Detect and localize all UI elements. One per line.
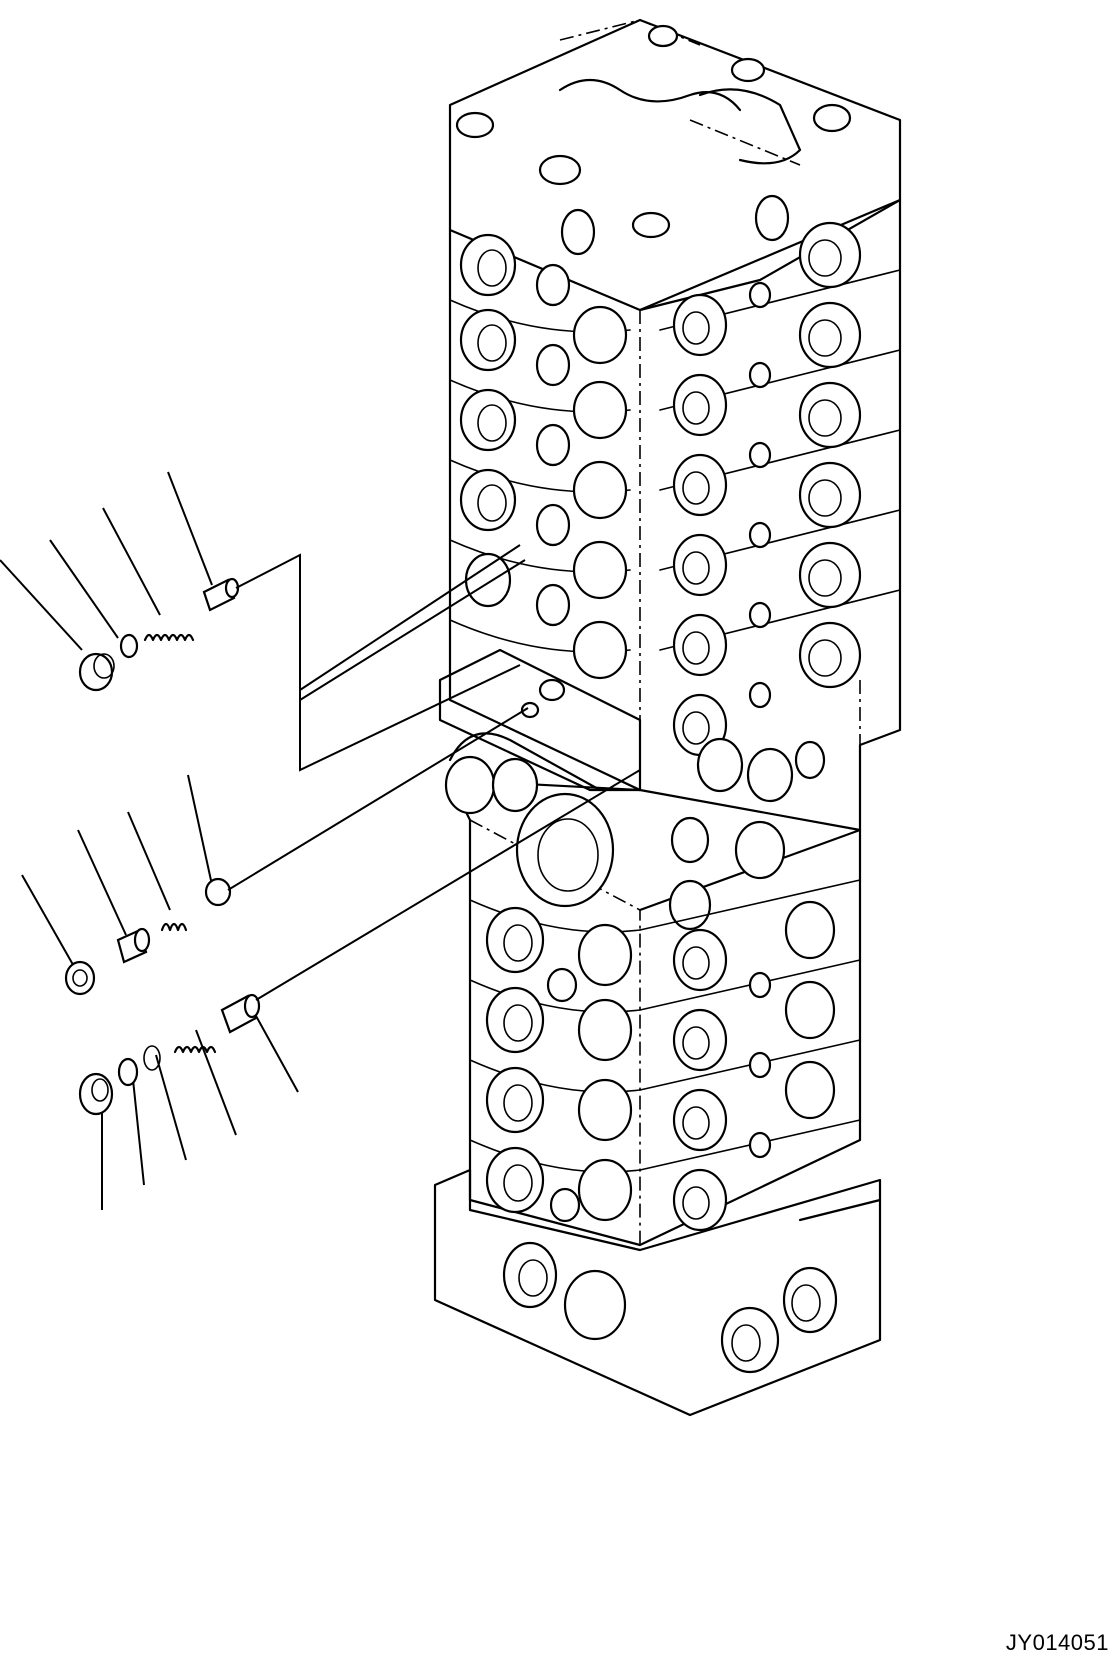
relief-valve-assembly-lower xyxy=(78,993,299,1210)
relief-valve-assembly-middle xyxy=(21,774,232,996)
assembly-reference-lines xyxy=(227,544,641,1001)
relief-valve-assembly-upper xyxy=(0,471,240,692)
drawing-code-label: JY014051 xyxy=(1005,1630,1109,1655)
control-valve-body xyxy=(433,18,902,1417)
